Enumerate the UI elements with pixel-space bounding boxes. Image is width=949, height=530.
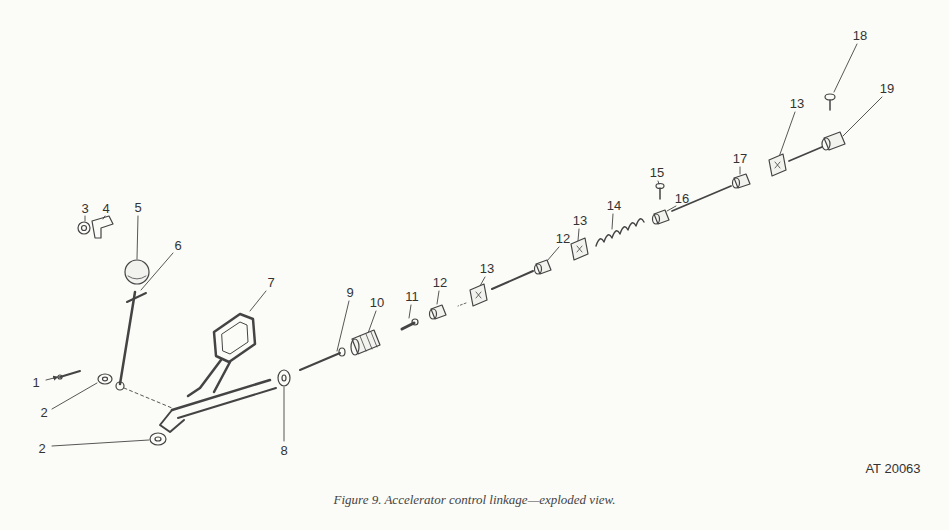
callout-number: 17 [733,152,747,165]
callout-number: 9 [346,286,353,299]
callout-number: 1 [32,376,39,389]
callout-number: 2 [38,442,45,455]
callout-number: 2 [40,406,47,419]
callout-number: 5 [134,201,141,214]
callout-number: 15 [650,166,664,179]
callout-number: 13 [790,97,804,110]
callout-number: 3 [81,202,88,215]
callout-number: 11 [405,290,419,303]
callout-number: 18 [853,29,867,42]
callout-number: 7 [267,276,274,289]
callout-number: 4 [102,202,109,215]
callout-number: 16 [675,192,689,205]
figure-code: AT 20063 [865,462,920,475]
callout-number: 12 [556,232,570,245]
callout-number: 13 [480,262,494,275]
leader-lines [46,44,882,446]
callout-number: 19 [880,82,894,95]
callout-number: 8 [280,444,287,457]
callout-number: 14 [607,199,621,212]
callout-number: 6 [174,239,181,252]
callout-number: 12 [433,276,447,289]
callout-number: 13 [573,214,587,227]
callout-number: 10 [370,296,384,309]
figure-caption: Figure 9. Accelerator control linkage—ex… [0,492,949,508]
